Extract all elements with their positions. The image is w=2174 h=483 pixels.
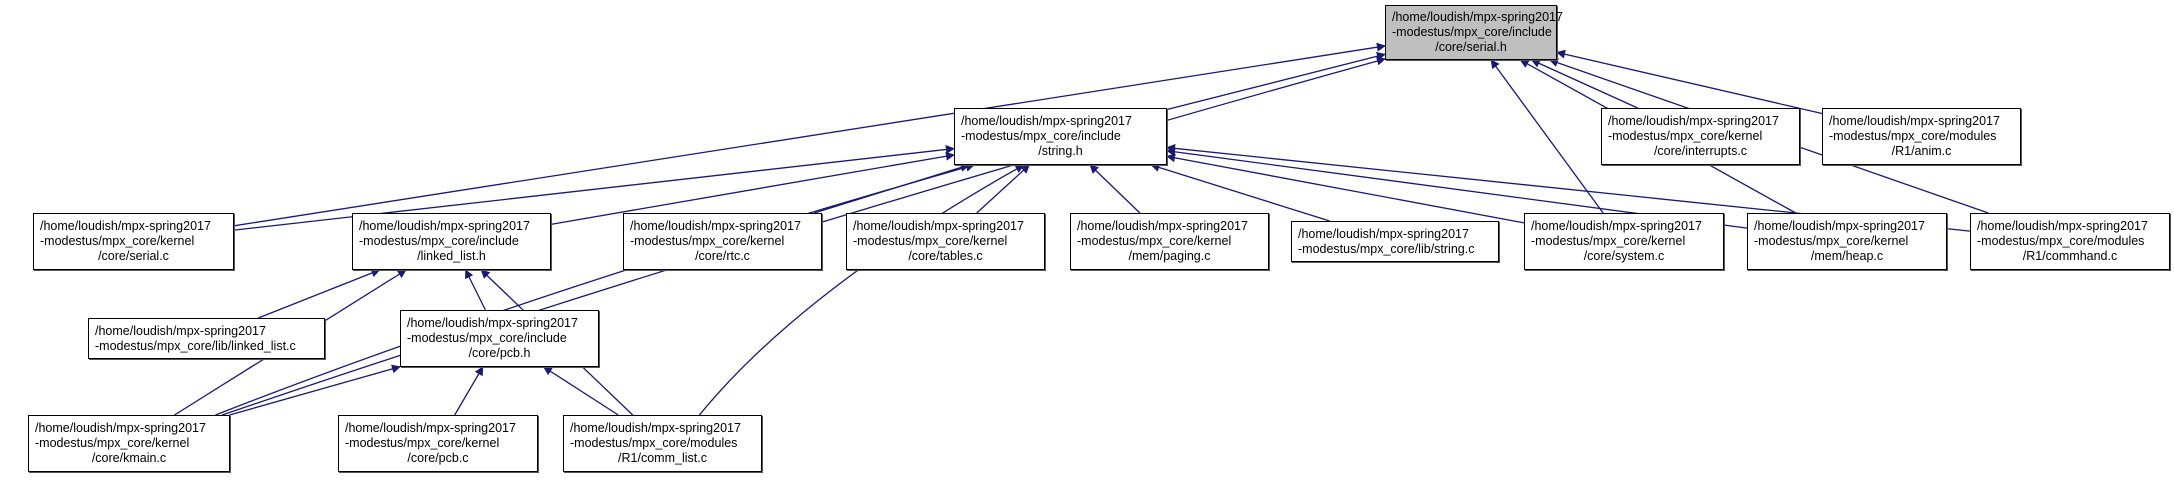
node-label-line: /home/loudish/mpx-spring2017 [1977,219,2148,233]
node-label-line: /home/loudish/mpx-spring2017 [961,114,1132,128]
node-label-line: -modestus/mpx_core/kernel [853,234,1008,248]
node-label-line: -modestus/mpx_core/kernel [40,234,195,248]
node-label-line: /string.h [1038,144,1083,158]
node-label-line: /home/loudish/mpx-spring2017 [40,219,211,233]
edge-paging-c-to-string-h [1089,164,1141,214]
node-label-line: /core/system.c [1583,249,1665,263]
edge-pcb-c-to-pcb-h [454,366,484,416]
node-label-line: /home/loudish/mpx-spring2017 [1754,219,1925,233]
node-label-line: -modestus/mpx_core/kernel [1077,234,1232,248]
node-label-line: -modestus/mpx_core/include [359,234,519,248]
node-paging-c[interactable]: /home/loudish/mpx-spring2017-modestus/mp… [1070,213,1269,270]
node-pcb-h[interactable]: /home/loudish/mpx-spring2017-modestus/mp… [400,310,599,367]
node-label-line: /home/loudish/mpx-spring2017 [853,219,1024,233]
node-label-line: -modestus/mpx_core/kernel [1608,129,1763,143]
edge-anim-c-to-serial-h [1556,49,1823,115]
edge-kmain-c-to-string-h [215,162,975,416]
node-label-line: -modestus/mpx_core/kernel [1531,234,1686,248]
node-label-line: /home/loudish/mpx-spring2017 [570,421,741,435]
edge-comm-list-c-to-pcb-h [542,366,619,416]
edge-pcb-h-to-linked-list-h [465,269,486,311]
node-interrupts-c[interactable]: /home/loudish/mpx-spring2017-modestus/mp… [1601,108,1800,165]
node-label-line: /core/serial.c [98,249,169,263]
node-label-line: /home/loudish/mpx-spring2017 [35,421,206,435]
node-linked-list-c[interactable]: /home/loudish/mpx-spring2017-modestus/mp… [88,318,325,359]
node-label-line: /core/pcb.c [407,451,469,465]
node-label-line: /home/loudish/mpx-spring2017 [1077,219,1248,233]
node-label-line: -modestus/mpx_core/kernel [630,234,785,248]
node-label-line: /mem/paging.c [1128,249,1211,263]
node-linked-list-h[interactable]: /home/loudish/mpx-spring2017-modestus/mp… [352,213,551,270]
node-label-line: /home/loudish/mpx-spring2017 [1298,226,1469,241]
node-label-line: /home/loudish/mpx-spring2017 [1392,10,1563,24]
node-label-line: /home/loudish/mpx-spring2017 [359,219,530,233]
node-serial-c[interactable]: /home/loudish/mpx-spring2017-modestus/mp… [33,213,234,270]
node-system-c[interactable]: /home/loudish/mpx-spring2017-modestus/mp… [1524,213,1724,270]
edge-system-c-to-string-h [1166,153,1525,224]
node-label-line: -modestus/mpx_core/include [1392,25,1552,39]
edge-system-c-to-serial-h [1490,59,1604,214]
node-label-line: /core/rtc.c [695,249,750,263]
edge-linked-list-h-to-string-h [550,151,955,225]
edge-string-h-to-serial-h [1166,51,1386,111]
node-label-line: /home/loudish/mpx-spring2017 [1829,114,2000,128]
node-comm-list-c[interactable]: /home/loudish/mpx-spring2017-modestus/mp… [563,415,762,472]
node-label-line: /linked_list.h [417,249,486,263]
node-label-line: -modestus/mpx_core/include [961,129,1121,143]
node-label-line: -modestus/mpx_core/lib/linked_list.c [95,338,296,353]
node-label-line: -modestus/mpx_core/modules [1977,234,2145,248]
node-kmain-c[interactable]: /home/loudish/mpx-spring2017-modestus/mp… [28,415,230,472]
node-serial-h: /home/loudish/mpx-spring2017-modestus/mp… [1385,5,1563,60]
edge-serial-c-to-serial-h [233,42,1386,227]
node-rtc-c[interactable]: /home/loudish/mpx-spring2017-modestus/mp… [623,213,822,270]
edge-tables-c-to-string-h [976,164,1030,214]
node-label-line: /mem/heap.c [1810,249,1884,263]
edge-kmain-c-to-pcb-h [229,364,401,416]
node-label-line: /core/interrupts.c [1653,144,1748,158]
node-label-line: /R1/anim.c [1891,144,1952,158]
node-label-line: /core/pcb.h [468,346,531,360]
node-label-line: /R1/commhand.c [2022,249,2118,263]
node-label-line: -modestus/mpx_core/lib/string.c [1298,241,1475,256]
node-label-line: /core/serial.h [1435,40,1507,54]
node-pcb-c[interactable]: /home/loudish/mpx-spring2017-modestus/mp… [338,415,538,472]
node-label-line: -modestus/mpx_core/modules [1829,129,1997,143]
node-label-line: -modestus/mpx_core/kernel [345,436,500,450]
node-string-h[interactable]: /home/loudish/mpx-spring2017-modestus/mp… [954,108,1167,165]
node-commhand-c[interactable]: /home/loudish/mpx-spring2017-modestus/mp… [1970,213,2170,270]
node-heap-c[interactable]: /home/loudish/mpx-spring2017-modestus/mp… [1747,213,1947,270]
node-label-line: /core/tables.c [908,249,983,263]
node-anim-c[interactable]: /home/loudish/mpx-spring2017-modestus/mp… [1822,108,2021,165]
node-label-line: -modestus/mpx_core/include [407,331,567,345]
edge-linked-list-c-to-linked-list-h [258,268,381,319]
node-string-c[interactable]: /home/loudish/mpx-spring2017-modestus/mp… [1291,221,1499,262]
node-label-line: /home/loudish/mpx-spring2017 [1531,219,1702,233]
edge-comm-list-c-to-string-h [698,164,1025,416]
node-label-line: /home/loudish/mpx-spring2017 [95,323,266,338]
edge-string-c-to-string-h [1150,163,1330,222]
node-label-line: /home/loudish/mpx-spring2017 [345,421,516,435]
node-label-line: /R1/comm_list.c [618,451,707,465]
node-label-line: /home/loudish/mpx-spring2017 [407,316,578,330]
edge-interrupts-c-to-serial-h [1530,59,1638,109]
node-label-line: /home/loudish/mpx-spring2017 [1608,114,1779,128]
node-label-line: -modestus/mpx_core/modules [570,436,738,450]
node-label-line: /core/kmain.c [91,451,167,465]
edge-serial-c-to-string-h [233,145,955,231]
node-label-line: -modestus/mpx_core/kernel [35,436,190,450]
node-tables-c[interactable]: /home/loudish/mpx-spring2017-modestus/mp… [846,213,1045,270]
node-label-line: -modestus/mpx_core/kernel [1754,234,1909,248]
node-label-line: /home/loudish/mpx-spring2017 [630,219,801,233]
